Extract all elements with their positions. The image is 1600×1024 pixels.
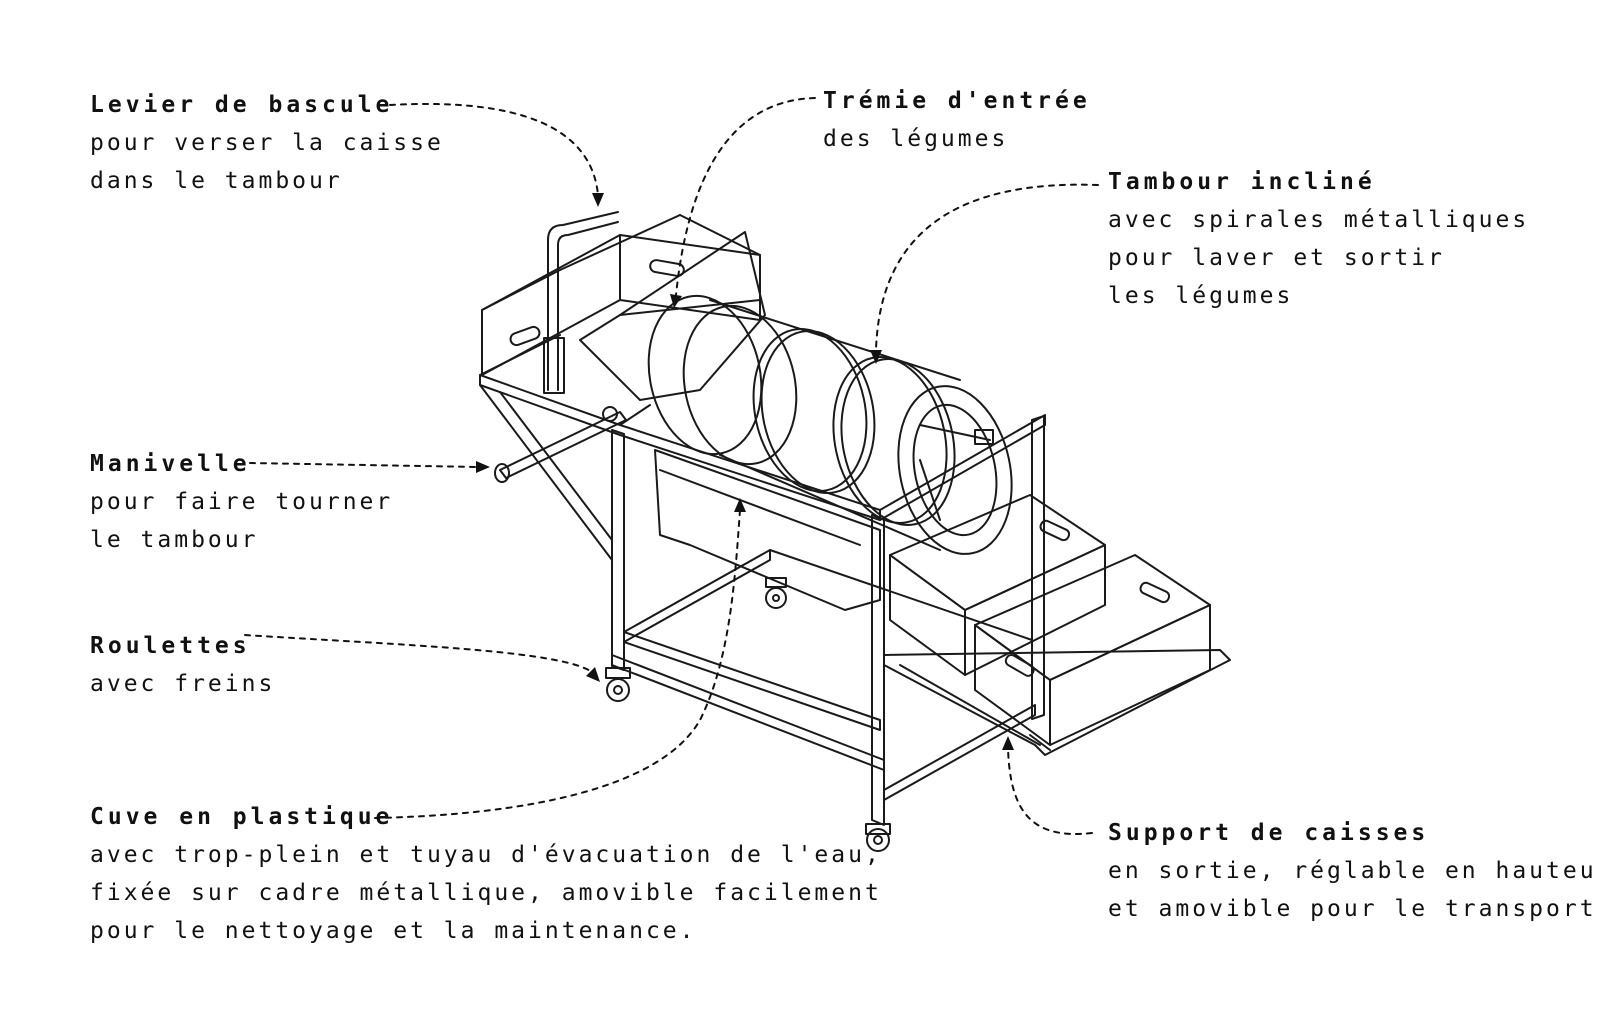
- input-hopper: [579, 231, 766, 401]
- inclined-drum: [647, 294, 1013, 555]
- input-crate-box: [481, 214, 761, 376]
- arrow-manivelle: [476, 461, 490, 473]
- leader-roulettes: [244, 634, 593, 673]
- label-manivelle-line-2: le tambour: [90, 527, 259, 553]
- label-tambour: Tambour incliné avec spirales métallique…: [1108, 163, 1529, 315]
- arrow-tambour: [870, 350, 882, 364]
- label-support-line-1: en sortie, réglable en hauteur: [1108, 858, 1600, 884]
- leader-support: [1007, 747, 1093, 835]
- label-tambour-line-1: avec spirales métalliques: [1108, 207, 1530, 233]
- arrow-tremie: [670, 294, 682, 308]
- label-cuve-title: Cuve en plastique: [90, 804, 394, 830]
- label-support-title: Support de caisses: [1108, 820, 1430, 846]
- label-tremie-line-1: des légumes: [823, 126, 1009, 152]
- label-manivelle-title: Manivelle: [90, 451, 251, 477]
- label-roulettes-line-1: avec freins: [90, 671, 276, 697]
- output-crate-1: [889, 494, 1106, 676]
- arrow-cuve: [734, 498, 746, 512]
- arrow-roulettes: [586, 667, 600, 682]
- leader-tremie: [675, 97, 816, 296]
- label-cuve: Cuve en plastique avec trop-plein et tuy…: [90, 798, 882, 950]
- label-roulettes-title: Roulettes: [90, 633, 251, 659]
- crank-handle: [494, 406, 627, 483]
- label-cuve-line-1: avec trop-plein et tuyau d'évacuation de…: [90, 842, 882, 868]
- label-cuve-line-3: pour le nettoyage et la maintenance.: [90, 918, 697, 944]
- label-tremie: Trémie d'entrée des légumes: [823, 82, 1091, 158]
- label-tambour-line-2: pour laver et sortir: [1108, 245, 1445, 271]
- label-levier-line-2: dans le tambour: [90, 168, 343, 194]
- arrow-levier: [592, 193, 604, 207]
- casters: [605, 577, 891, 852]
- tilt-lever: [543, 211, 619, 394]
- label-levier: Levier de bascule pour verser la caisse …: [90, 86, 444, 200]
- output-crate-support: [883, 649, 1231, 756]
- label-levier-title: Levier de bascule: [90, 92, 394, 118]
- leader-cuve: [374, 509, 741, 819]
- label-tremie-title: Trémie d'entrée: [823, 88, 1091, 114]
- output-crate-2: [974, 554, 1211, 746]
- frame-lower-rails: [611, 549, 1036, 801]
- label-support: Support de caisses en sortie, réglable e…: [1108, 814, 1600, 928]
- label-tambour-line-3: les légumes: [1108, 283, 1294, 309]
- label-tambour-title: Tambour incliné: [1108, 169, 1376, 195]
- leader-tambour: [875, 183, 1099, 351]
- label-roulettes: Roulettes avec freins: [90, 627, 275, 703]
- arrow-support: [1002, 736, 1014, 750]
- label-manivelle-line-1: pour faire tourner: [90, 489, 394, 515]
- label-support-line-2: et amovible pour le transport: [1108, 896, 1597, 922]
- leader-manivelle: [249, 462, 479, 468]
- label-manivelle: Manivelle pour faire tourner le tambour: [90, 445, 393, 559]
- leader-levier: [389, 102, 599, 196]
- label-levier-line-1: pour verser la caisse: [90, 130, 444, 156]
- plastic-tank: [654, 449, 881, 611]
- label-cuve-line-2: fixée sur cadre métallique, amovible fac…: [90, 880, 882, 906]
